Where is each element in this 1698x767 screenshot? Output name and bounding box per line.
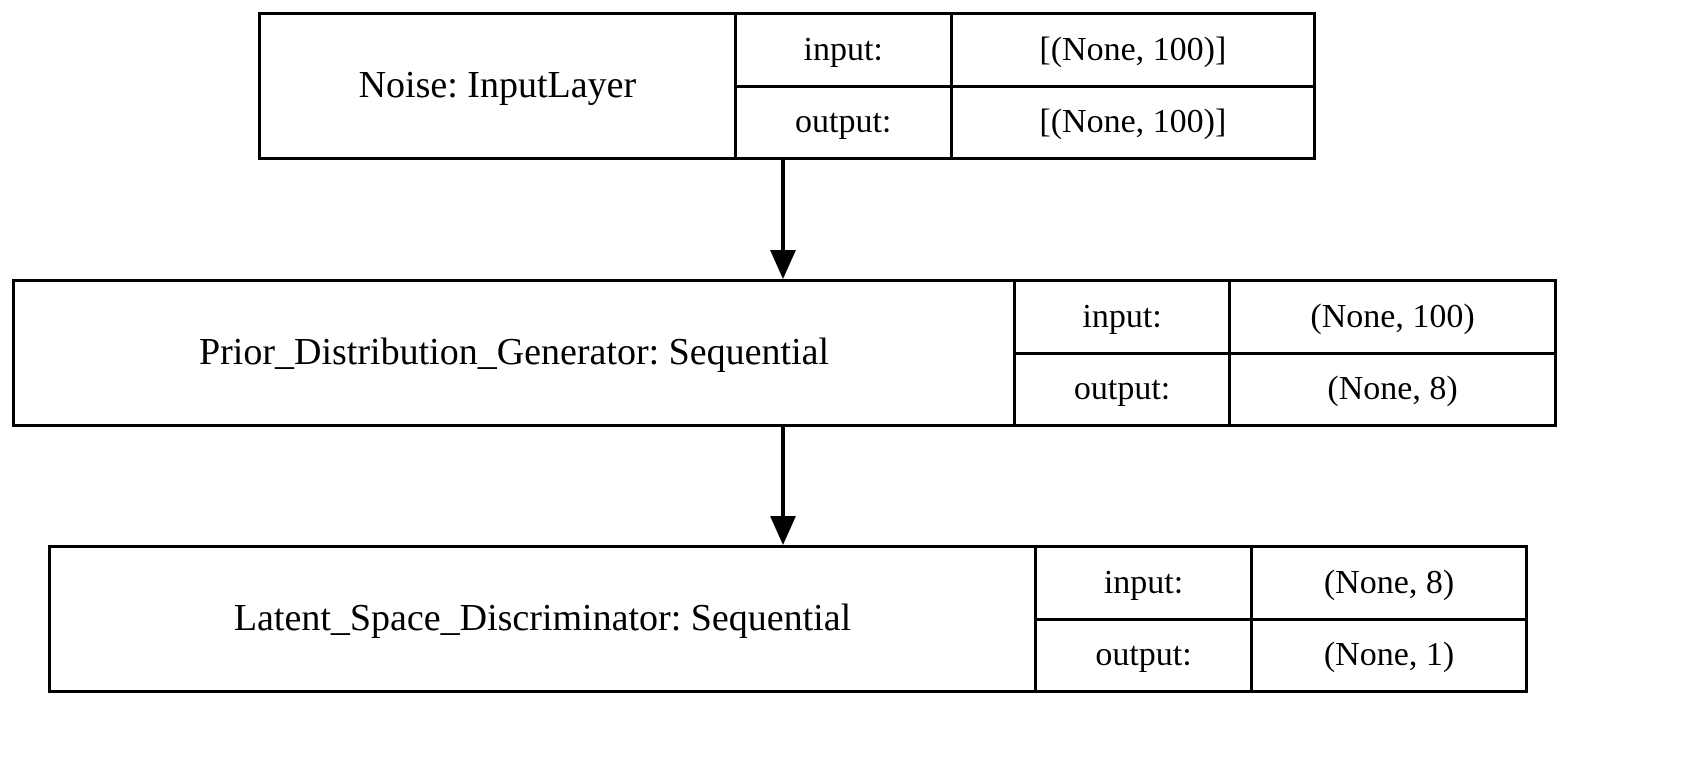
node-latent-space-discriminator-shape-table: input: (None, 8) output: (None, 1) [1034,548,1525,690]
node-latent-space-discriminator-input-row: input: (None, 8) [1037,548,1525,618]
node-noise[interactable]: Noise: InputLayer input: [(None, 100)] o… [258,12,1316,160]
edge-noise-generator [770,160,796,279]
node-latent-space-discriminator-output-row: output: (None, 1) [1037,617,1525,690]
node-latent-space-discriminator[interactable]: Latent_Space_Discriminator: Sequential i… [48,545,1528,693]
node-latent-space-discriminator-label: Latent_Space_Discriminator: Sequential [233,597,852,640]
node-noise-output-shape: [(None, 100)] [1039,103,1227,141]
node-prior-distribution-generator-output-shape: (None, 8) [1327,370,1458,408]
node-latent-space-discriminator-output-label: output: [1037,620,1254,690]
node-prior-distribution-generator-shape-table: input: (None, 100) output: (None, 8) [1013,282,1554,424]
node-noise-input-shape: [(None, 100)] [1039,30,1227,68]
node-prior-distribution-generator[interactable]: Prior_Distribution_Generator: Sequential… [12,279,1557,427]
edge-generator-discriminator [770,427,796,545]
node-latent-space-discriminator-input-shape: (None, 8) [1323,563,1455,601]
node-prior-distribution-generator-output-label: output: [1016,354,1232,424]
arrowhead-down-icon [770,250,796,279]
arrowhead-down-icon [770,516,796,545]
node-prior-distribution-generator-label: Prior_Distribution_Generator: Sequential [199,331,830,374]
node-prior-distribution-generator-output-row: output: (None, 8) [1016,351,1554,424]
node-noise-output-label: output: [737,87,953,157]
node-noise-label: Noise: InputLayer [358,64,637,107]
node-latent-space-discriminator-input-label: input: [1037,548,1254,618]
node-noise-input-row: input: [(None, 100)] [737,15,1313,85]
node-noise-shape-table: input: [(None, 100)] output: [(None, 100… [733,15,1313,157]
node-prior-distribution-generator-input-shape: (None, 100) [1310,297,1475,335]
node-prior-distribution-generator-input-label: input: [1016,282,1232,352]
node-prior-distribution-generator-input-row: input: (None, 100) [1016,282,1554,352]
node-latent-space-discriminator-output-shape: (None, 1) [1323,636,1455,674]
node-noise-input-label: input: [737,15,953,85]
node-noise-output-row: output: [(None, 100)] [736,84,1313,157]
